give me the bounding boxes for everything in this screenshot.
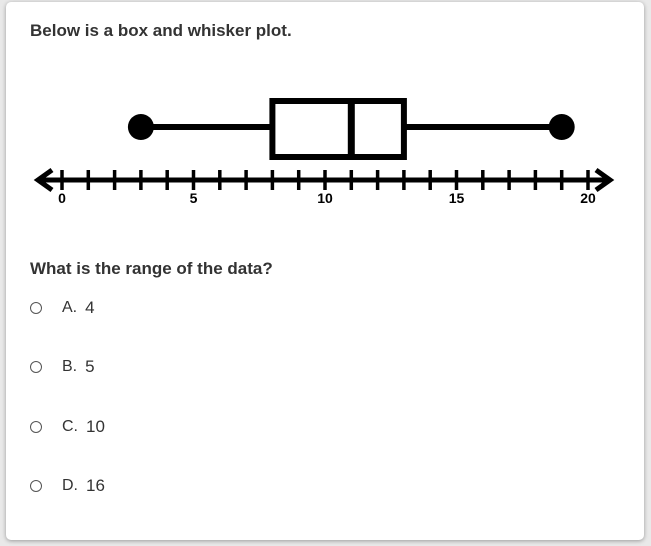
option-text: 16 bbox=[86, 476, 105, 495]
box bbox=[269, 98, 407, 160]
option-c[interactable]: C. 10 bbox=[30, 417, 105, 437]
option-d[interactable]: D. 16 bbox=[30, 476, 105, 496]
radio-icon[interactable] bbox=[30, 302, 42, 314]
max-point bbox=[548, 114, 575, 140]
option-a[interactable]: A. 4 bbox=[30, 298, 95, 318]
option-letter: B. bbox=[62, 358, 78, 375]
option-letter: C. bbox=[62, 418, 78, 435]
tick-label: 20 bbox=[580, 190, 596, 206]
radio-icon[interactable] bbox=[30, 421, 42, 433]
option-letter: A. bbox=[62, 299, 78, 316]
tick-label: 0 bbox=[58, 190, 66, 206]
question-text: What is the range of the data? bbox=[30, 259, 273, 278]
question-card: Below is a box and whisker plot. 0 5 10 15 2… bbox=[6, 2, 644, 540]
radio-icon[interactable] bbox=[30, 361, 42, 373]
axis-arrow-right bbox=[594, 167, 615, 193]
axis-arrow-left bbox=[33, 167, 54, 193]
option-text: 5 bbox=[85, 357, 95, 376]
option-b[interactable]: B. 5 bbox=[30, 357, 95, 377]
option-text: 10 bbox=[86, 417, 105, 436]
tick-label: 15 bbox=[449, 190, 465, 206]
prompt-text: Below is a box and whisker plot. bbox=[30, 21, 292, 40]
tick-label: 10 bbox=[317, 190, 333, 206]
min-point bbox=[127, 114, 154, 140]
option-letter: D. bbox=[62, 477, 78, 494]
radio-icon[interactable] bbox=[30, 480, 42, 492]
box-plot: 0 5 10 15 20 bbox=[33, 98, 615, 206]
option-text: 4 bbox=[85, 298, 95, 317]
tick-label: 5 bbox=[190, 190, 198, 206]
